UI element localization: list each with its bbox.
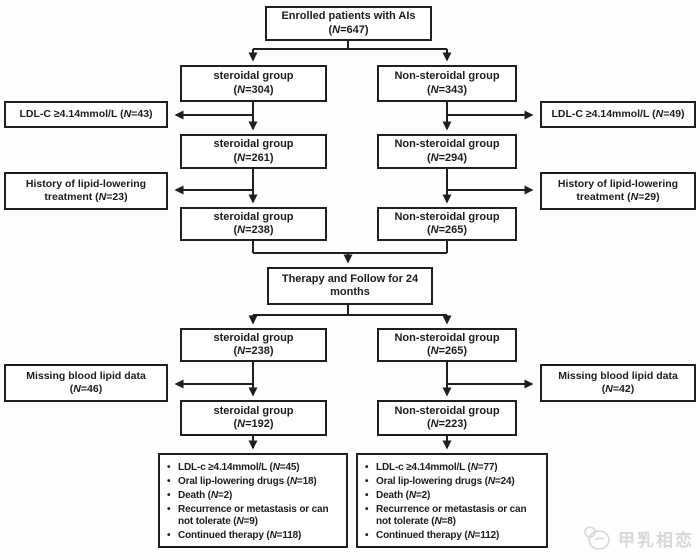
node-therapy: Therapy and Follow for 24 months [267, 267, 433, 305]
node-title: steroidal group [213, 331, 294, 344]
node-title: Non-steroidal group [394, 70, 500, 82]
node-nonsteroidal-1: Non-steroidal group (N=343) [377, 65, 517, 102]
node-exclusion-ldl-left: LDL-C ≥4.14mmol/L (N=43) [4, 101, 168, 128]
exclusion-text: LDL-C ≥4.14mmol/L (N=49) [551, 108, 685, 120]
node-n: (N=265) [426, 224, 468, 236]
node-n: (N=294) [426, 151, 468, 164]
outcome-item: LDL-c ≥4.14mmol/L (N=45) [164, 462, 342, 475]
outcome-item: LDL-c ≥4.14mmol/L (N=77) [362, 462, 542, 475]
outcome-item: Continued therapy (N=118) [164, 530, 342, 543]
node-exclusion-history-left: History of lipid-lowering treatment (N=2… [4, 172, 168, 210]
node-therapy-text: Therapy and Follow for 24 months [281, 272, 419, 299]
node-title: Non-steroidal group [394, 210, 500, 223]
node-steroidal-1: steroidal group (N=304) [180, 65, 327, 102]
node-steroidal-5: steroidal group (N=192) [180, 400, 327, 436]
node-n: (N=265) [426, 345, 468, 357]
node-title: steroidal group [213, 210, 294, 223]
node-n: (N=343) [426, 83, 468, 96]
node-n: (N=192) [233, 418, 274, 430]
outcome-item: Oral lip-lowering drugs (N=18) [164, 476, 342, 489]
exclusion-text: History of lipid-lowering treatment (N=2… [557, 178, 679, 203]
node-exclusion-ldl-right: LDL-C ≥4.14mmol/L (N=49) [540, 101, 696, 128]
exclusion-text: Missing blood lipid data (N=46) [26, 370, 146, 395]
node-enrolled-title: Enrolled patients with AIs [281, 10, 416, 22]
outcome-item: Death (N=2) [164, 490, 342, 503]
node-enrolled: Enrolled patients with AIs (N=647) [265, 6, 432, 41]
node-steroidal-2: steroidal group (N=261) [180, 134, 327, 169]
outcomes-list: LDL-c ≥4.14mmol/L (N=77) Oral lip-loweri… [362, 460, 542, 544]
node-exclusion-missing-left: Missing blood lipid data (N=46) [4, 364, 168, 402]
node-nonsteroidal-4: Non-steroidal group (N=265) [377, 328, 517, 362]
node-exclusion-history-right: History of lipid-lowering treatment (N=2… [540, 172, 696, 210]
node-exclusion-missing-right: Missing blood lipid data (N=42) [540, 364, 696, 402]
node-title: steroidal group [213, 138, 294, 150]
outcomes-list: LDL-c ≥4.14mmol/L (N=45) Oral lip-loweri… [164, 460, 342, 544]
watermark-logo-icon [584, 526, 610, 550]
node-n: (N=261) [233, 151, 274, 164]
node-n: (N=238) [233, 224, 274, 236]
node-nonsteroidal-3: Non-steroidal group (N=265) [377, 207, 517, 241]
node-outcomes-nonsteroidal: LDL-c ≥4.14mmol/L (N=77) Oral lip-loweri… [356, 453, 548, 548]
node-title: Non-steroidal group [394, 404, 500, 417]
outcome-item: Recurrence or metastasis or can not tole… [164, 504, 342, 529]
outcome-item: Death (N=2) [362, 490, 542, 503]
outcome-item: Recurrence or metastasis or can not tole… [362, 504, 542, 529]
node-outcomes-steroidal: LDL-c ≥4.14mmol/L (N=45) Oral lip-loweri… [158, 453, 348, 548]
node-title: Non-steroidal group [394, 331, 500, 344]
node-steroidal-3: steroidal group (N=238) [180, 207, 327, 241]
node-n: (N=223) [426, 418, 468, 430]
node-enrolled-n: (N=647) [328, 23, 369, 36]
node-title: Non-steroidal group [394, 138, 500, 150]
outcome-item: Continued therapy (N=112) [362, 530, 542, 543]
watermark-text: 甲乳相恋 [618, 530, 694, 550]
outcome-item: Oral lip-lowering drugs (N=24) [362, 476, 542, 489]
node-title: steroidal group [213, 70, 294, 82]
node-steroidal-4: steroidal group (N=238) [180, 328, 327, 362]
node-nonsteroidal-2: Non-steroidal group (N=294) [377, 134, 517, 169]
watermark: 甲乳相恋 [582, 524, 694, 552]
exclusion-text: History of lipid-lowering treatment (N=2… [25, 178, 147, 203]
node-title: steroidal group [213, 404, 294, 417]
node-n: (N=304) [233, 83, 274, 96]
node-nonsteroidal-5: Non-steroidal group (N=223) [377, 400, 517, 436]
exclusion-text: LDL-C ≥4.14mmol/L (N=43) [19, 108, 153, 120]
exclusion-text: Missing blood lipid data (N=42) [558, 370, 678, 395]
node-n: (N=238) [233, 345, 274, 357]
